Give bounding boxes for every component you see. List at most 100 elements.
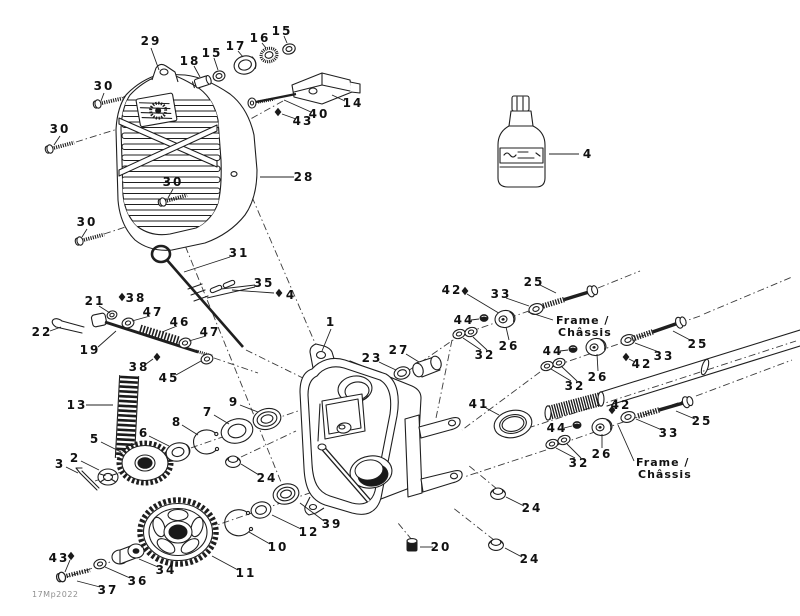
callout-14[interactable]: 14 bbox=[343, 96, 364, 110]
callout-27[interactable]: 27 bbox=[389, 343, 410, 357]
part-nut-44 bbox=[572, 421, 582, 429]
part-fastener-4 bbox=[275, 288, 283, 298]
callout-18[interactable]: 18 bbox=[180, 54, 201, 68]
callout-9[interactable]: 9 bbox=[229, 395, 239, 409]
callout-12[interactable]: 12 bbox=[299, 525, 320, 539]
leader-line bbox=[596, 353, 599, 372]
callout-20[interactable]: 20 bbox=[431, 540, 452, 554]
callout-41[interactable]: 41 bbox=[469, 397, 490, 411]
cover-decal bbox=[135, 92, 178, 128]
callout-21[interactable]: 21 bbox=[85, 294, 106, 308]
callout-32[interactable]: 32 bbox=[565, 379, 586, 393]
callout-17[interactable]: 17 bbox=[226, 39, 247, 53]
callout-42[interactable]: 42 bbox=[632, 357, 653, 371]
callout-29[interactable]: 29 bbox=[141, 34, 162, 48]
callout-24[interactable]: 24 bbox=[257, 471, 278, 485]
callout-42[interactable]: 42 bbox=[442, 283, 463, 297]
callout-7[interactable]: 7 bbox=[203, 405, 213, 419]
callout-1[interactable]: 1 bbox=[326, 315, 336, 329]
callout-2[interactable]: 2 bbox=[70, 451, 80, 465]
leader-line bbox=[237, 50, 244, 58]
callout-33[interactable]: 33 bbox=[654, 349, 675, 363]
callout-47[interactable]: 47 bbox=[143, 305, 164, 319]
callout-15[interactable]: 15 bbox=[272, 24, 293, 38]
callout-33[interactable]: 33 bbox=[491, 287, 512, 301]
callout-25[interactable]: 25 bbox=[524, 275, 545, 289]
leader-line bbox=[240, 463, 260, 476]
callout-11[interactable]: 11 bbox=[236, 566, 257, 580]
leader-line bbox=[81, 228, 88, 238]
part-washer-36 bbox=[93, 558, 107, 570]
callout-39[interactable]: 39 bbox=[322, 517, 343, 531]
callout-30[interactable]: 30 bbox=[94, 79, 115, 93]
callout-45[interactable]: 45 bbox=[159, 371, 180, 385]
callout-36[interactable]: 36 bbox=[128, 574, 149, 588]
callout-34[interactable]: 34 bbox=[156, 563, 177, 577]
callout-26[interactable]: 26 bbox=[588, 370, 609, 384]
callout-23[interactable]: 23 bbox=[362, 351, 383, 365]
callout-38[interactable]: 38 bbox=[129, 360, 150, 374]
callout-24[interactable]: 24 bbox=[522, 501, 543, 515]
leader-line bbox=[206, 286, 256, 299]
leader-line bbox=[405, 353, 420, 363]
callout-33[interactable]: 33 bbox=[659, 426, 680, 440]
callout-44[interactable]: 44 bbox=[543, 344, 564, 358]
leader-line bbox=[634, 342, 660, 353]
part-bolt-30 bbox=[90, 92, 126, 112]
leader-line bbox=[64, 559, 71, 573]
callout-19[interactable]: 19 bbox=[80, 343, 101, 357]
callout-42[interactable]: 42 bbox=[611, 398, 632, 412]
callout-24[interactable]: 24 bbox=[520, 552, 541, 566]
callout-43[interactable]: 43 bbox=[293, 114, 314, 128]
callout-32[interactable]: 32 bbox=[475, 348, 496, 362]
part-bushing-16 bbox=[259, 46, 279, 64]
callout-25[interactable]: 25 bbox=[688, 337, 709, 351]
part-nut-44 bbox=[568, 345, 578, 353]
callout-28[interactable]: 28 bbox=[294, 170, 315, 184]
part-washer-45 bbox=[200, 353, 214, 365]
part-bolt-25 bbox=[541, 284, 599, 311]
frame-label-leader bbox=[527, 311, 554, 321]
callout-30[interactable]: 30 bbox=[77, 215, 98, 229]
callout-5[interactable]: 5 bbox=[90, 432, 100, 446]
leader-line bbox=[239, 404, 259, 413]
callout-31[interactable]: 31 bbox=[229, 246, 250, 260]
leader-line bbox=[505, 326, 510, 341]
callout-35[interactable]: 35 bbox=[254, 276, 275, 290]
callout-30[interactable]: 30 bbox=[163, 175, 184, 189]
callout-26[interactable]: 26 bbox=[592, 447, 613, 461]
callout-32[interactable]: 32 bbox=[569, 456, 590, 470]
leader-line bbox=[472, 336, 488, 351]
callout-16[interactable]: 16 bbox=[250, 31, 271, 45]
callout-44[interactable]: 44 bbox=[547, 421, 568, 435]
part-circlip-8 bbox=[192, 429, 220, 455]
callout-46[interactable]: 46 bbox=[170, 315, 191, 329]
callout-13[interactable]: 13 bbox=[67, 398, 88, 412]
callout-47[interactable]: 47 bbox=[200, 325, 221, 339]
part-sprocket-11 bbox=[137, 497, 219, 567]
callout-8[interactable]: 8 bbox=[172, 415, 182, 429]
part-cover-inner-29 bbox=[118, 63, 222, 236]
callout-40[interactable]: 40 bbox=[309, 107, 330, 121]
callout-3[interactable]: 3 bbox=[55, 457, 65, 471]
callout-44[interactable]: 44 bbox=[454, 313, 475, 327]
cover-brace-bar bbox=[118, 117, 218, 168]
callout-26[interactable]: 26 bbox=[499, 339, 520, 353]
callout-4[interactable]: 4 bbox=[583, 147, 593, 161]
callout-38[interactable]: 38 bbox=[126, 291, 147, 305]
leader-line bbox=[181, 424, 199, 436]
callout-25[interactable]: 25 bbox=[692, 414, 713, 428]
part-clip-35 bbox=[209, 284, 223, 294]
callout-4[interactable]: 4 bbox=[286, 288, 296, 302]
callout-37[interactable]: 37 bbox=[98, 583, 119, 597]
leader-line bbox=[193, 65, 201, 78]
callout-6[interactable]: 6 bbox=[139, 426, 149, 440]
leader-line bbox=[175, 360, 202, 376]
leader-line bbox=[49, 326, 62, 332]
callout-10[interactable]: 10 bbox=[268, 540, 289, 554]
callout-43[interactable]: 43 bbox=[49, 551, 70, 565]
callout-15[interactable]: 15 bbox=[202, 46, 223, 60]
callout-22[interactable]: 22 bbox=[32, 325, 53, 339]
callout-30[interactable]: 30 bbox=[50, 122, 71, 136]
